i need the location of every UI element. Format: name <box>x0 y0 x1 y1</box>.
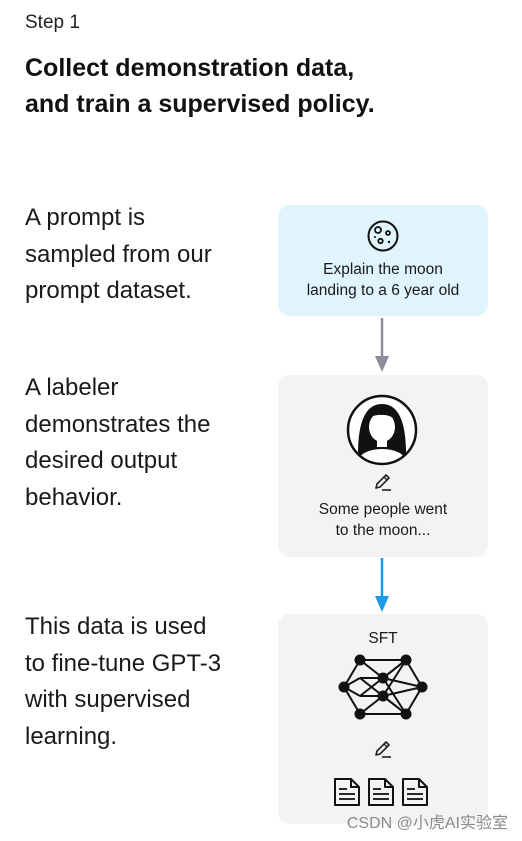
watermark: CSDN @小虎AI实验室 <box>346 815 508 832</box>
neural-network-icon <box>338 654 428 720</box>
moon-icon <box>367 220 399 252</box>
demonstration-text: Some people went to the moon... <box>278 499 488 541</box>
labeler-avatar-icon <box>346 394 418 466</box>
prompt-card: Explain the moon landing to a 6 year old <box>278 205 488 316</box>
description-line: A labeler <box>25 374 119 401</box>
sft-card: SFT <box>278 614 488 824</box>
arrow-down-icon <box>375 318 389 372</box>
labeler-card: Some people went to the moon... <box>278 375 488 557</box>
description-line: learning. <box>25 722 118 750</box>
title-line: Collect demonstration data, <box>25 54 355 82</box>
step-1-description: A prompt is sampled from our prompt data… <box>25 200 212 310</box>
description-line: prompt dataset. <box>25 277 192 304</box>
sft-label: SFT <box>368 630 398 647</box>
prompt-text: Explain the moon landing to a 6 year old <box>278 259 488 301</box>
description-line: A prompt is <box>25 204 146 231</box>
description-line: to fine-tune GPT-3 <box>25 649 222 677</box>
description-line: desired output <box>25 447 178 474</box>
demonstration-line: to the moon... <box>335 522 431 539</box>
documents-icon <box>334 778 428 806</box>
step-3-description: This data is used to fine-tune GPT-3 wit… <box>25 609 221 755</box>
description-line: behavior. <box>25 483 123 511</box>
page-title: Collect demonstration data, and train a … <box>25 50 375 122</box>
step-2-description: A labeler demonstrates the desired outpu… <box>25 370 210 516</box>
pencil-icon <box>375 741 391 758</box>
description-line: demonstrates the <box>25 410 211 438</box>
prompt-line: Explain the moon <box>323 261 443 278</box>
prompt-line: landing to a 6 year old <box>306 282 460 299</box>
description-line: This data is used <box>25 613 207 640</box>
pencil-icon <box>375 474 391 491</box>
demonstration-line: Some people went <box>318 501 448 518</box>
arrow-down-icon <box>375 558 389 612</box>
title-line: and train a supervised policy. <box>25 90 375 118</box>
description-line: with supervised <box>25 686 191 713</box>
step-label: Step 1 <box>25 12 80 33</box>
description-line: sampled from our <box>25 240 212 268</box>
